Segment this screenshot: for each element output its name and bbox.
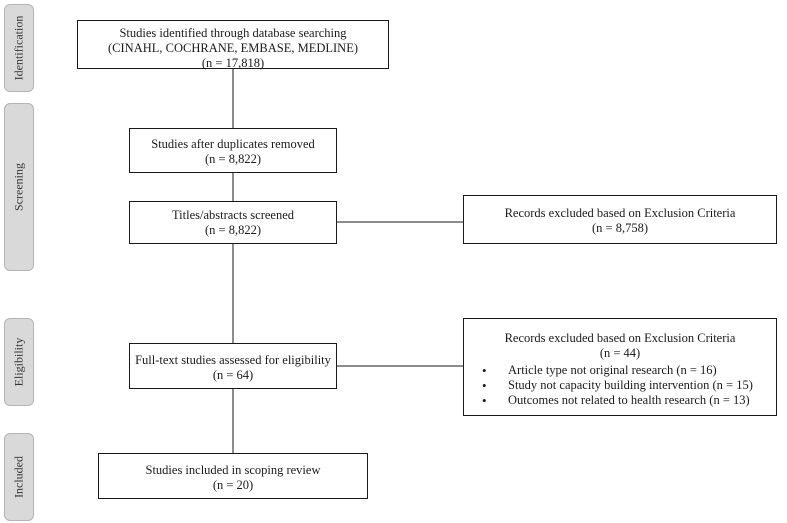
box-count: (n = 8,822) [205,223,261,237]
box-count: (n = 20) [212,478,254,492]
box-count: (n = 64) [212,368,254,382]
exclusion-reason: Outcomes not related to health research … [482,393,776,408]
box-excluded-fulltext: Records excluded based on Exclusion Crit… [463,318,777,416]
box-count: (n = 8,758) [592,221,648,235]
box-fulltext: Full-text studies assessed for eligibili… [129,343,337,389]
box-included: Studies included in scoping review (n = … [98,453,368,499]
box-text: Titles/abstracts screened [171,208,295,222]
phase-eligibility: Eligibility [4,318,34,406]
box-identified: Studies identified through database sear… [77,20,389,70]
exclusion-reason: Study not capacity building intervention… [482,378,776,393]
box-text: Full-text studies assessed for eligibili… [135,353,331,367]
phase-screening: Screening [4,103,34,271]
box-text: Studies identified through database sear… [119,26,347,40]
box-excluded-screening: Records excluded based on Exclusion Crit… [463,195,777,244]
box-duplicates-removed: Studies after duplicates removed (n = 8,… [129,128,337,173]
phase-identification: Identification [4,4,34,92]
box-count: (n = 44) [599,346,641,360]
phase-included: Included [4,433,34,521]
box-count: (n = 8,822) [205,152,261,166]
box-text: Records excluded based on Exclusion Crit… [504,206,736,220]
box-screened: Titles/abstracts screened (n = 8,822) [129,201,337,244]
box-text: Studies after duplicates removed [151,137,315,151]
exclusion-reason: Article type not original research (n = … [482,363,776,378]
box-text: (CINAHL, COCHRANE, EMBASE, MEDLINE) [108,41,358,55]
box-text: Records excluded based on Exclusion Crit… [504,331,736,345]
box-count: (n = 17,818) [201,56,265,70]
exclusion-reasons-list: Article type not original research (n = … [464,363,776,408]
box-text: Studies included in scoping review [145,463,321,477]
